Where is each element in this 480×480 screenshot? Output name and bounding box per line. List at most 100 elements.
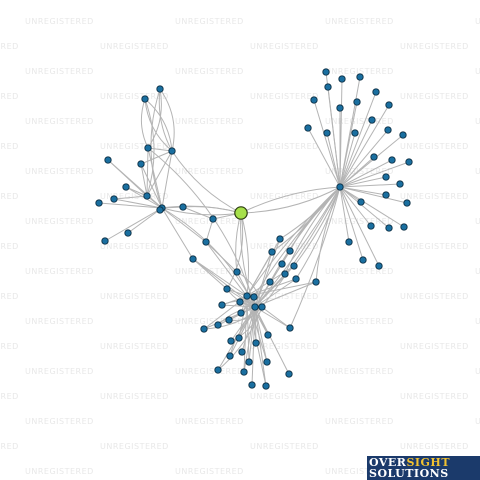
graph-node[interactable] bbox=[95, 199, 103, 207]
graph-node[interactable] bbox=[110, 195, 118, 203]
graph-edge bbox=[144, 98, 173, 152]
graph-node[interactable] bbox=[168, 147, 176, 155]
graph-node[interactable] bbox=[263, 358, 271, 366]
graph-node[interactable] bbox=[240, 368, 248, 376]
graph-node[interactable] bbox=[141, 95, 149, 103]
graph-node[interactable] bbox=[292, 275, 300, 283]
graph-node[interactable] bbox=[226, 352, 234, 360]
graph-node[interactable] bbox=[403, 199, 411, 207]
graph-node[interactable] bbox=[238, 348, 246, 356]
graph-edge bbox=[339, 186, 380, 267]
graph-node[interactable] bbox=[236, 298, 244, 306]
graph-node[interactable] bbox=[375, 262, 383, 270]
graph-node[interactable] bbox=[143, 192, 151, 200]
watermark-text: UNREGISTERED bbox=[25, 417, 94, 426]
graph-node[interactable] bbox=[400, 223, 408, 231]
graph-node[interactable] bbox=[237, 309, 245, 317]
graph-node[interactable] bbox=[245, 358, 253, 366]
graph-node[interactable] bbox=[382, 173, 390, 181]
graph-edge bbox=[251, 306, 256, 386]
graph-node[interactable] bbox=[202, 238, 210, 246]
watermark-text: UNREGISTERED bbox=[400, 292, 469, 301]
graph-node[interactable] bbox=[252, 339, 260, 347]
graph-node[interactable] bbox=[243, 292, 251, 300]
graph-node[interactable] bbox=[405, 158, 413, 166]
graph-node[interactable] bbox=[304, 124, 312, 132]
graph-node[interactable] bbox=[214, 321, 222, 329]
graph-node[interactable] bbox=[276, 235, 284, 243]
graph-node[interactable] bbox=[356, 73, 364, 81]
graph-node[interactable] bbox=[235, 334, 243, 342]
graph-node[interactable] bbox=[290, 262, 298, 270]
graph-node[interactable] bbox=[382, 191, 390, 199]
graph-node[interactable] bbox=[286, 324, 294, 332]
graph-node[interactable] bbox=[324, 83, 332, 91]
graph-node[interactable] bbox=[323, 129, 331, 137]
graph-node[interactable] bbox=[345, 238, 353, 246]
graph-node[interactable] bbox=[156, 85, 164, 93]
graph-node[interactable] bbox=[227, 337, 235, 345]
graph-node[interactable] bbox=[368, 116, 376, 124]
graph-node[interactable] bbox=[338, 75, 346, 83]
graph-node[interactable] bbox=[357, 198, 365, 206]
watermark-text: UNREGISTERED bbox=[100, 242, 169, 251]
watermark-text: UNREGISTERED bbox=[0, 442, 19, 451]
graph-node[interactable] bbox=[388, 156, 396, 164]
watermark-text: UNREGISTERED bbox=[25, 67, 94, 76]
center-node[interactable] bbox=[234, 206, 248, 220]
graph-node[interactable] bbox=[372, 88, 380, 96]
graph-edge bbox=[182, 206, 242, 214]
graph-node[interactable] bbox=[214, 366, 222, 374]
graph-node[interactable] bbox=[385, 224, 393, 232]
graph-node[interactable] bbox=[351, 129, 359, 137]
graph-node[interactable] bbox=[322, 68, 330, 76]
graph-node[interactable] bbox=[189, 255, 197, 263]
graph-node[interactable] bbox=[124, 229, 132, 237]
graph-node[interactable] bbox=[359, 256, 367, 264]
watermark-text: UNREGISTERED bbox=[475, 117, 480, 126]
graph-node[interactable] bbox=[285, 370, 293, 378]
graph-node[interactable] bbox=[156, 206, 164, 214]
graph-node[interactable] bbox=[336, 104, 344, 112]
graph-node[interactable] bbox=[396, 180, 404, 188]
graph-node[interactable] bbox=[370, 153, 378, 161]
graph-node[interactable] bbox=[281, 270, 289, 278]
graph-edge bbox=[246, 281, 317, 297]
watermark-text: UNREGISTERED bbox=[100, 342, 169, 351]
graph-node[interactable] bbox=[179, 203, 187, 211]
graph-node[interactable] bbox=[353, 98, 361, 106]
graph-node[interactable] bbox=[122, 183, 130, 191]
watermark-text: UNREGISTERED bbox=[475, 17, 480, 26]
graph-node[interactable] bbox=[336, 183, 344, 191]
graph-node[interactable] bbox=[209, 215, 217, 223]
graph-node[interactable] bbox=[104, 156, 112, 164]
graph-node[interactable] bbox=[312, 278, 320, 286]
graph-node[interactable] bbox=[264, 331, 272, 339]
graph-node[interactable] bbox=[268, 248, 276, 256]
graph-node[interactable] bbox=[200, 325, 208, 333]
graph-node[interactable] bbox=[223, 285, 231, 293]
graph-node[interactable] bbox=[248, 381, 256, 389]
graph-node[interactable] bbox=[218, 301, 226, 309]
graph-node[interactable] bbox=[384, 126, 392, 134]
graph-node[interactable] bbox=[385, 101, 393, 109]
graph-node[interactable] bbox=[225, 316, 233, 324]
graph-node[interactable] bbox=[233, 268, 241, 276]
watermark-text: UNREGISTERED bbox=[325, 267, 394, 276]
graph-node[interactable] bbox=[286, 247, 294, 255]
graph-node[interactable] bbox=[101, 237, 109, 245]
graph-node[interactable] bbox=[262, 382, 270, 390]
graph-node[interactable] bbox=[144, 144, 152, 152]
graph-node[interactable] bbox=[278, 260, 286, 268]
graph-node[interactable] bbox=[137, 160, 145, 168]
graph-edge bbox=[295, 186, 341, 280]
graph-node[interactable] bbox=[251, 303, 259, 311]
graph-node[interactable] bbox=[310, 96, 318, 104]
graph-edge bbox=[229, 306, 263, 357]
graph-node[interactable] bbox=[258, 303, 266, 311]
graph-edge bbox=[307, 127, 341, 188]
graph-node[interactable] bbox=[399, 131, 407, 139]
graph-node[interactable] bbox=[266, 278, 274, 286]
graph-node[interactable] bbox=[250, 293, 258, 301]
graph-node[interactable] bbox=[367, 222, 375, 230]
